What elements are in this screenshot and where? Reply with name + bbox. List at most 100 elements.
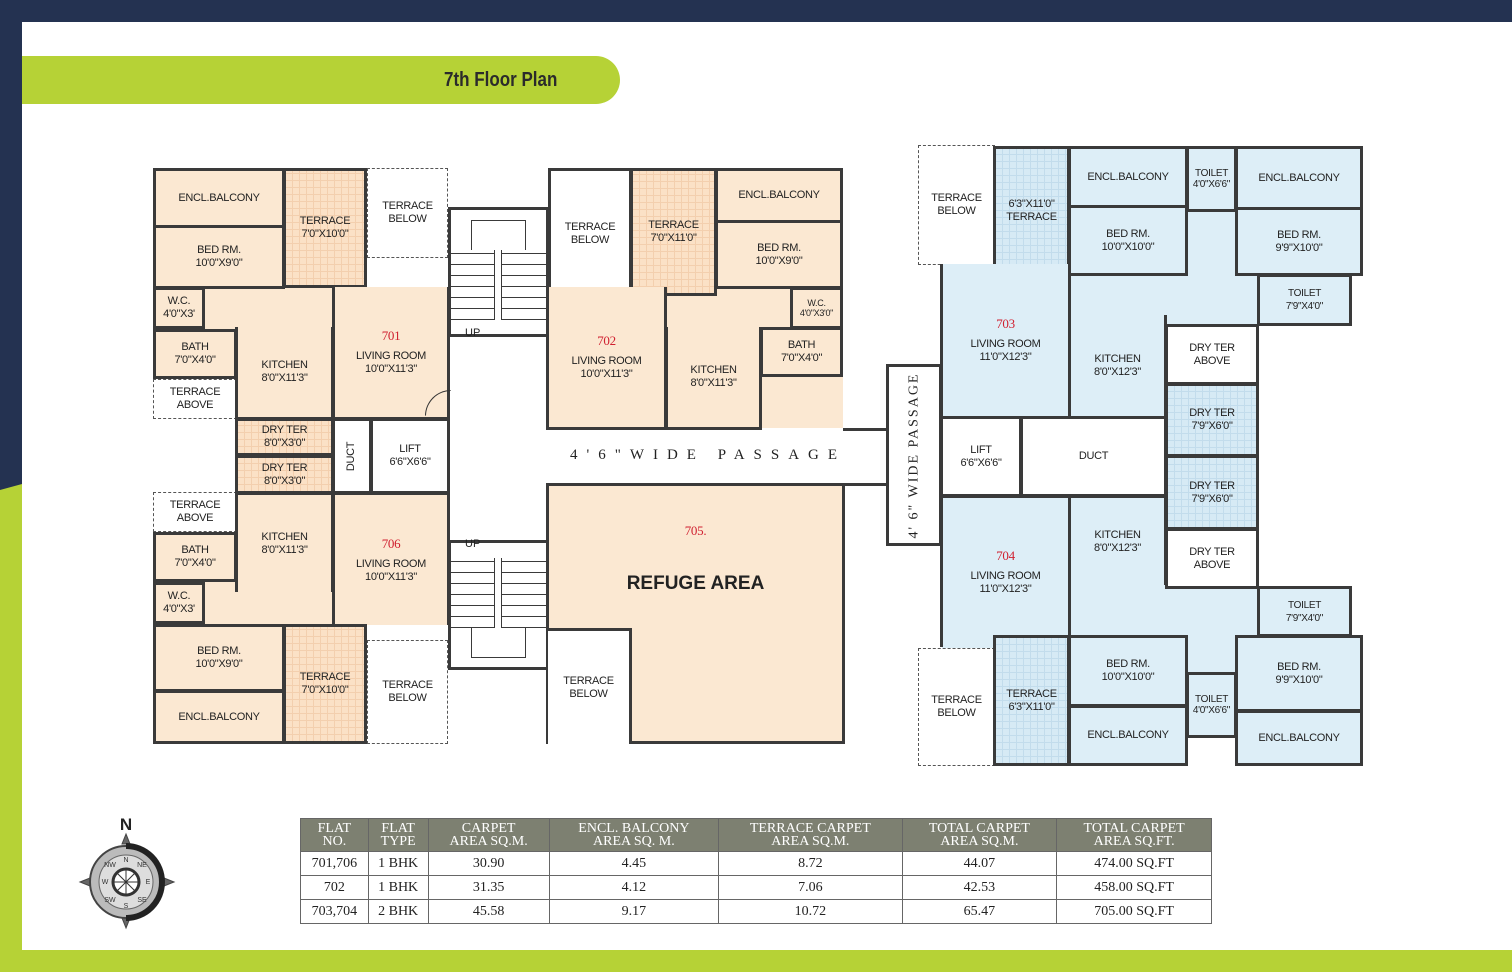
- dim: 9'9"X10'0": [1275, 673, 1323, 686]
- dim: 8'0"X12'3": [1094, 366, 1141, 378]
- cell: 4.12: [548, 875, 720, 900]
- stair-landing: [471, 628, 526, 658]
- label: TERRACE BELOW: [382, 679, 433, 704]
- wide-passage-label: 4'6"WIDE PASSAGE: [570, 447, 847, 463]
- staircase-top: [448, 207, 549, 337]
- cell: 1 BHK: [367, 875, 429, 900]
- compass-point: NW: [104, 862, 116, 869]
- dim: 6'6"X6'6": [960, 456, 1002, 469]
- dim: 9'9"X10'0": [1275, 241, 1323, 254]
- label: DRY TER: [1189, 479, 1235, 492]
- dim: 10'0"X9'0": [195, 658, 243, 670]
- label: TERRACE BELOW: [931, 192, 982, 217]
- cell: 701,706: [300, 851, 369, 876]
- flat-number: 706: [381, 535, 401, 551]
- flat-number: 705.: [684, 523, 707, 538]
- cell: 42.53: [901, 875, 1058, 900]
- label: TOILET: [1287, 599, 1322, 611]
- dim: 7'9"X6'0": [1191, 420, 1233, 432]
- dim: 7'0"X11'0": [650, 232, 697, 244]
- label: DRY TER: [261, 424, 308, 436]
- label: TERRACE: [299, 671, 351, 683]
- label: W.C.: [807, 298, 826, 308]
- dim: 4'0"X3'0": [799, 308, 834, 318]
- label: BATH: [181, 544, 209, 556]
- encl-balcony-702: ENCL.BALCONY: [715, 168, 843, 223]
- terrace-below: TERRACE BELOW: [367, 640, 448, 744]
- up-label: UP: [465, 327, 481, 339]
- label: LIVING ROOM: [355, 349, 427, 362]
- dim: 7'9"X6'0": [1191, 492, 1233, 505]
- label: ENCL.BALCONY: [178, 191, 260, 204]
- compass-point: W: [102, 879, 109, 886]
- arrow-n: [121, 832, 131, 845]
- dim: 6'6"X6'6": [389, 456, 431, 468]
- dim: 7'0"X4'0": [780, 352, 823, 364]
- label: TERRACE BELOW: [382, 200, 433, 225]
- dim: 8'0"X11'3": [261, 372, 308, 384]
- cell: 30.90: [427, 851, 550, 876]
- cell: 4.45: [548, 851, 720, 876]
- dim: 7'0"X4'0": [174, 557, 216, 569]
- dim: 7'0"X10'0": [301, 228, 349, 240]
- dim: 10'0"X10'0": [1101, 671, 1155, 683]
- flat-number: 703: [996, 316, 1015, 331]
- cell: 2 BHK: [367, 899, 429, 924]
- dim: 8'0"X3'0": [263, 437, 306, 449]
- label: ENCL.BALCONY: [1087, 729, 1169, 741]
- cell: 8.72: [718, 851, 903, 876]
- label: BED RM.: [197, 645, 241, 657]
- label: TERRACE ABOVE: [169, 386, 221, 411]
- compass-point: N: [123, 857, 128, 864]
- label: KITCHEN: [261, 359, 308, 371]
- label: REFUGE AREA: [626, 573, 765, 594]
- label: TOILET: [1194, 168, 1229, 179]
- dim: 4'0"X6'6": [1192, 179, 1231, 190]
- label: KITCHEN: [261, 530, 308, 543]
- dim: 7'9"X4'0": [1285, 301, 1324, 312]
- terrace-below: TERRACE BELOW: [548, 628, 632, 744]
- label: KITCHEN: [690, 364, 737, 376]
- bedroom-702: BED RM.10'0"X9'0": [715, 220, 843, 289]
- label: BED RM.: [1106, 227, 1150, 240]
- label: BATH: [787, 339, 816, 351]
- encl-balcony-704a: ENCL.BALCONY: [1068, 705, 1188, 766]
- label: DUCT: [345, 441, 358, 471]
- dim: 7'0"X4'0": [174, 354, 216, 366]
- label: TERRACE: [648, 219, 699, 231]
- dry-terrace-above: DRY TER ABOVE: [1165, 324, 1259, 385]
- dim: 6'3"X11'0": [1008, 198, 1055, 210]
- encl-balcony-704b: ENCL.BALCONY: [1235, 710, 1363, 766]
- cell: 44.07: [901, 851, 1058, 876]
- dim: 8'0"X3'0": [263, 474, 306, 487]
- encl-balcony-703: ENCL.BALCONY: [1068, 146, 1188, 208]
- dim: 4'0"X3': [163, 308, 195, 320]
- dim: 7'9"X4'0": [1285, 612, 1324, 624]
- left-border-navy: [0, 0, 22, 490]
- cell: 705.00 SQ.FT: [1056, 899, 1212, 924]
- wall: [843, 428, 888, 431]
- label: BED RM.: [757, 241, 801, 254]
- bottom-border: [0, 950, 1512, 972]
- cell: 1 BHK: [367, 851, 429, 876]
- label: ENCL.BALCONY: [1258, 171, 1340, 184]
- label: DUCT: [1078, 450, 1109, 462]
